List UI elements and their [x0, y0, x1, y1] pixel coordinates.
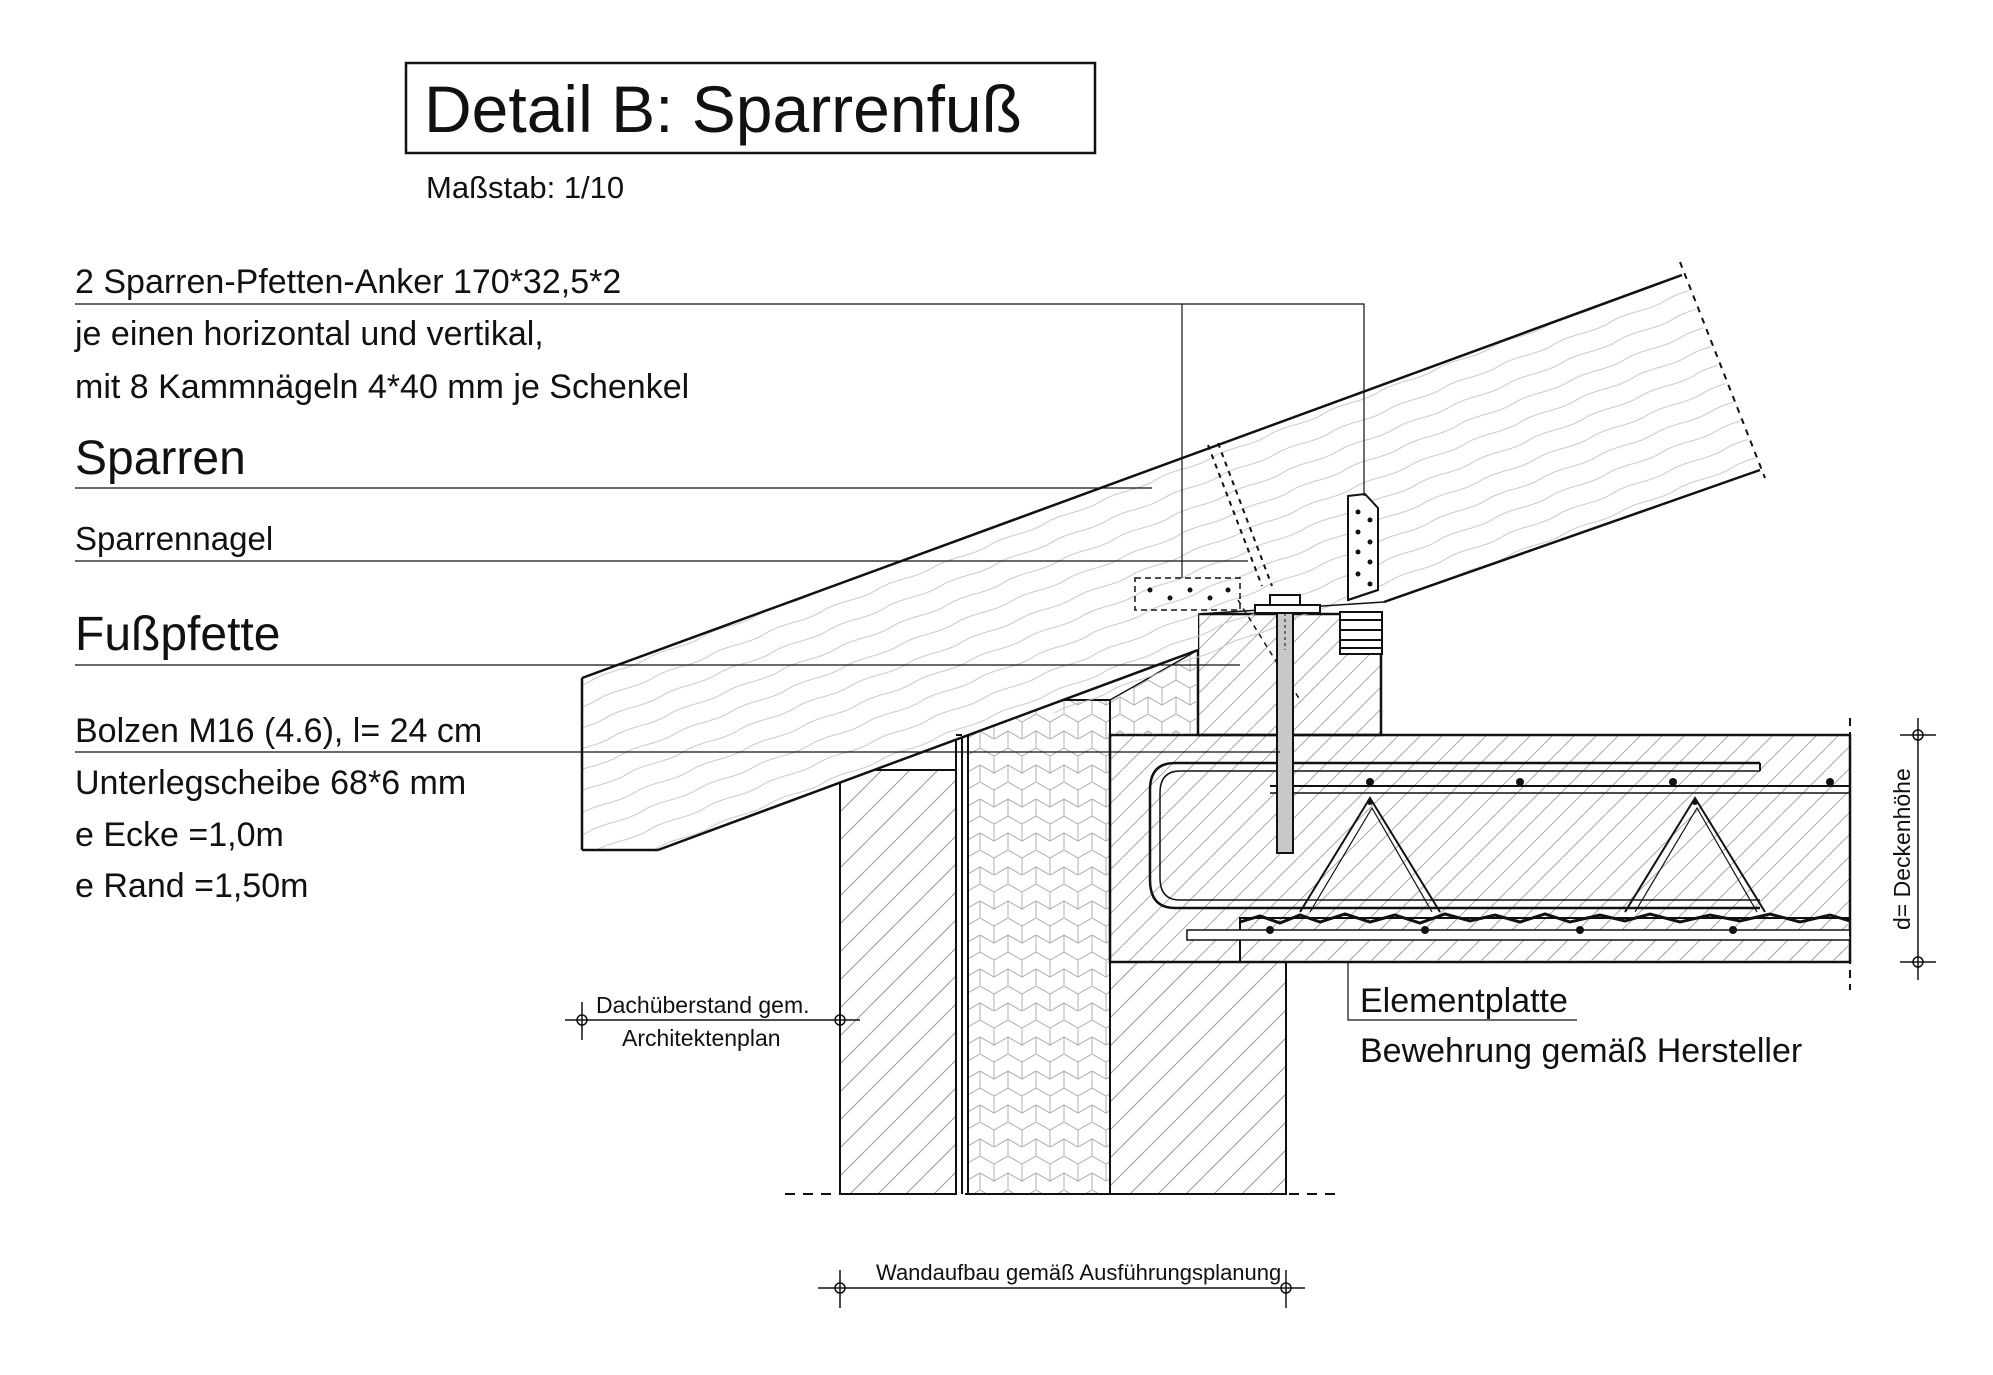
bolt — [1254, 594, 1321, 854]
fusspfette-label: Fußpfette — [75, 608, 280, 661]
wall-dimension-label: Wandaufbau gemäß Ausführungsplanung — [876, 1260, 1281, 1285]
bolt-note-line1: Bolzen M16 (4.6), l= 24 cm — [75, 712, 482, 750]
overhang-dimension: Dachüberstand gem. Architektenplan — [565, 992, 860, 1051]
bolt-nut — [1269, 594, 1301, 606]
vertical-anchor — [1339, 492, 1383, 655]
anchor-note: 2 Sparren-Pfetten-Anker 170*32,5*2 je ei… — [74, 263, 689, 406]
title-block: Detail B: Sparrenfuß Maßstab: 1/10 — [404, 61, 1097, 205]
wall-insulation — [967, 699, 1111, 1195]
anchor-note-line1: 2 Sparren-Pfetten-Anker 170*32,5*2 — [75, 263, 621, 301]
slab-height-dimension: d= Deckenhöhe — [1849, 718, 1936, 990]
concrete-slab — [1108, 733, 1852, 964]
wall-dimension: Wandaufbau gemäß Ausführungsplanung — [818, 1260, 1305, 1308]
reinforcement-loop — [1148, 761, 1760, 910]
inner-masonry-wall — [1109, 961, 1287, 1195]
lattice-girder-2 — [1624, 796, 1766, 913]
rough-joint — [1239, 912, 1851, 925]
slab-note: Elementplatte Bewehrung gemäß Hersteller — [1360, 982, 1802, 1070]
slab-height-label: d= Deckenhöhe — [1889, 768, 1915, 930]
rebar-dots — [1266, 778, 1834, 934]
rafter-break-line — [1679, 261, 1766, 479]
anchor-note-line2: je einen horizontal und vertikal, — [74, 315, 544, 353]
overhang-label-line1: Dachüberstand gem. — [596, 992, 810, 1018]
title-frame — [404, 61, 1097, 155]
horizontal-anchor — [1134, 577, 1241, 611]
bolt-note-line2: Unterlegscheibe 68*6 mm — [75, 764, 466, 802]
outer-wall-layer — [839, 769, 957, 1195]
leader-lines — [75, 303, 1577, 1021]
scale-label: Maßstab: 1/10 — [426, 170, 624, 205]
reinforcement-label: Bewehrung gemäß Hersteller — [1360, 1032, 1802, 1070]
anchor-side-leg — [1339, 611, 1383, 655]
anchor-note-line3: mit 8 Kammnägeln 4*40 mm je Schenkel — [75, 368, 689, 406]
washer — [1254, 604, 1321, 614]
element-plate-label: Elementplatte — [1360, 982, 1568, 1020]
anchor-plate — [1347, 492, 1379, 602]
drawing-title: Detail B: Sparrenfuß — [424, 72, 1022, 146]
overhang-label-line2: Architektenplan — [622, 1025, 781, 1051]
bolt-note-line3: e Ecke =1,0m — [75, 816, 284, 854]
bolt-note: Bolzen M16 (4.6), l= 24 cm Unterlegschei… — [75, 712, 482, 905]
sparren-label: Sparren — [75, 432, 246, 485]
bolt-note-line4: e Rand =1,50m — [75, 867, 308, 905]
lattice-girder-1 — [1299, 796, 1441, 913]
sparrennagel-label: Sparrennagel — [75, 520, 273, 557]
